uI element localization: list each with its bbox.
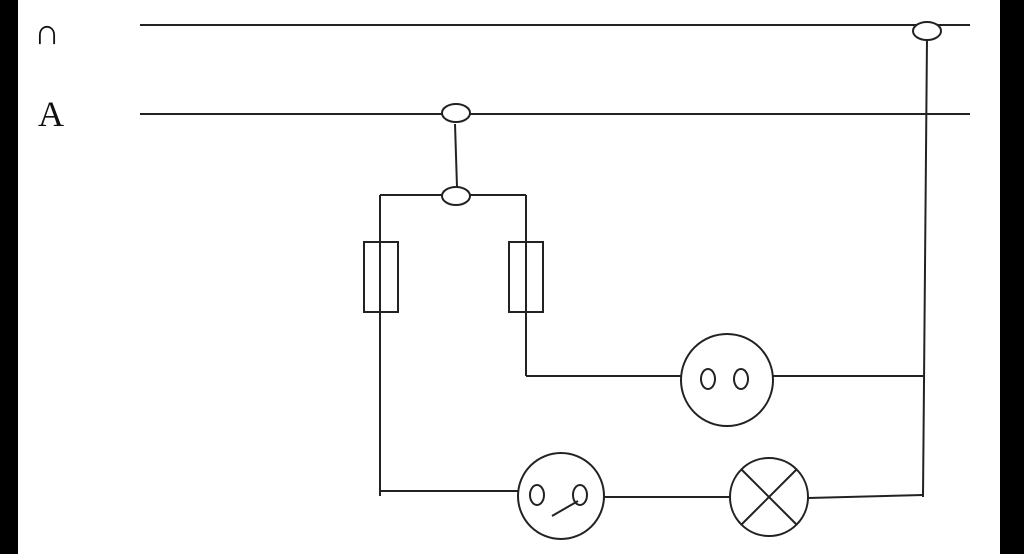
top-wire-junction xyxy=(912,21,942,41)
switch-contact-left xyxy=(529,484,545,506)
branch-drop-wire xyxy=(454,123,458,188)
switch-blade xyxy=(551,500,579,517)
top-wire-label: ∩ xyxy=(34,12,60,52)
lamp-wire-right xyxy=(807,494,924,499)
lamp-cross-2 xyxy=(741,469,797,525)
socket-hole-left xyxy=(700,368,716,390)
switch-contact-right xyxy=(572,484,588,506)
circuit-svg xyxy=(140,21,970,540)
circuit-diagram: ∩ A xyxy=(18,0,1000,554)
socket-symbol xyxy=(680,333,774,427)
socket-hole-right xyxy=(733,368,749,390)
branch-junction xyxy=(441,186,471,206)
line-a-label: A xyxy=(38,94,64,134)
line-a-junction xyxy=(441,103,471,123)
return-wire-vertical xyxy=(922,37,928,498)
